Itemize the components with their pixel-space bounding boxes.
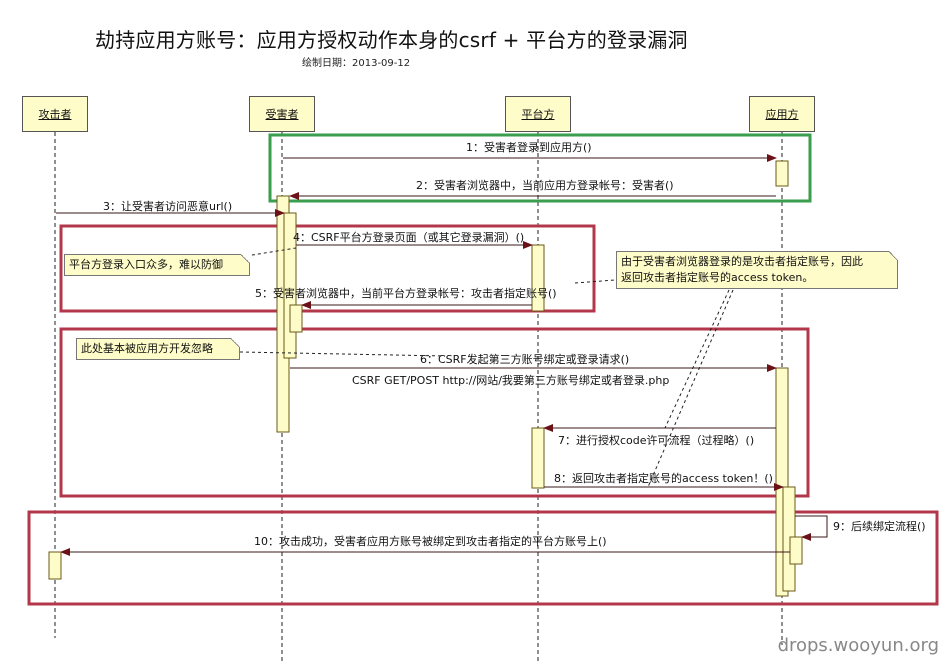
note-ignored: 此处基本被应用方开发忽略 bbox=[76, 338, 240, 360]
actor-victim: 受害者 bbox=[249, 96, 315, 132]
frame-green-app-login bbox=[268, 133, 812, 203]
message-6-subtext: CSRF GET/POST http://网站/我要第三方账号绑定或者登录.ph… bbox=[352, 374, 670, 387]
message-1-label: 1：受害者登录到应用方() bbox=[466, 141, 592, 154]
message-5-label: 5：受害者浏览器中，当前平台方登录帐号：攻击者指定账号() bbox=[255, 287, 557, 300]
actor-attacker: 攻击者 bbox=[22, 96, 88, 132]
arrow-9-self bbox=[795, 515, 828, 541]
note-login-entries: 平台方登录入口众多，难以防御 bbox=[64, 254, 250, 276]
note-access-token-line2: 返回攻击者指定账号的access token。 bbox=[621, 271, 814, 284]
message-2-label: 2：受害者浏览器中，当前应用方登录帐号：受害者() bbox=[416, 179, 674, 192]
message-7-label: 7：进行授权code许可流程（过程略）() bbox=[558, 434, 755, 447]
frame-red-success bbox=[27, 510, 939, 606]
note-connectors bbox=[239, 247, 734, 488]
note-ignored-text: 此处基本被应用方开发忽略 bbox=[81, 342, 213, 355]
message-3-label: 3：让受害者访问恶意url() bbox=[103, 200, 233, 213]
message-4-label: 4：CSRF平台方登录页面（或其它登录漏洞）() bbox=[293, 231, 525, 244]
message-9-label: 9：后续绑定流程() bbox=[833, 520, 926, 533]
actor-platform: 平台方 bbox=[505, 96, 571, 132]
note-login-entries-text: 平台方登录入口众多，难以防御 bbox=[69, 258, 223, 271]
note-access-token: 由于受害者浏览器登录的是攻击者指定账号，因此 返回攻击者指定账号的access … bbox=[616, 251, 898, 289]
watermark: drops.wooyun.org bbox=[777, 635, 939, 656]
actor-app: 应用方 bbox=[749, 96, 815, 132]
message-6-label: 6：CSRF发起第三方账号绑定或登录请求() bbox=[420, 353, 630, 366]
frame-red-platform-csrf bbox=[59, 224, 596, 313]
diagram-date: 绘制日期：2013-09-12 bbox=[302, 58, 411, 69]
activations bbox=[48, 160, 803, 597]
note-access-token-line1: 由于受害者浏览器登录的是攻击者指定账号，因此 bbox=[621, 255, 863, 268]
message-8-label: 8：返回攻击者指定账号的access token！() bbox=[554, 472, 773, 485]
diagram-title: 劫持应用方账号：应用方授权动作本身的csrf + 平台方的登录漏洞 bbox=[95, 28, 688, 52]
frame-red-bind-csrf bbox=[59, 327, 810, 498]
message-10-label: 10：攻击成功，受害者应用方账号被绑定到攻击者指定的平台方账号上() bbox=[254, 535, 607, 548]
